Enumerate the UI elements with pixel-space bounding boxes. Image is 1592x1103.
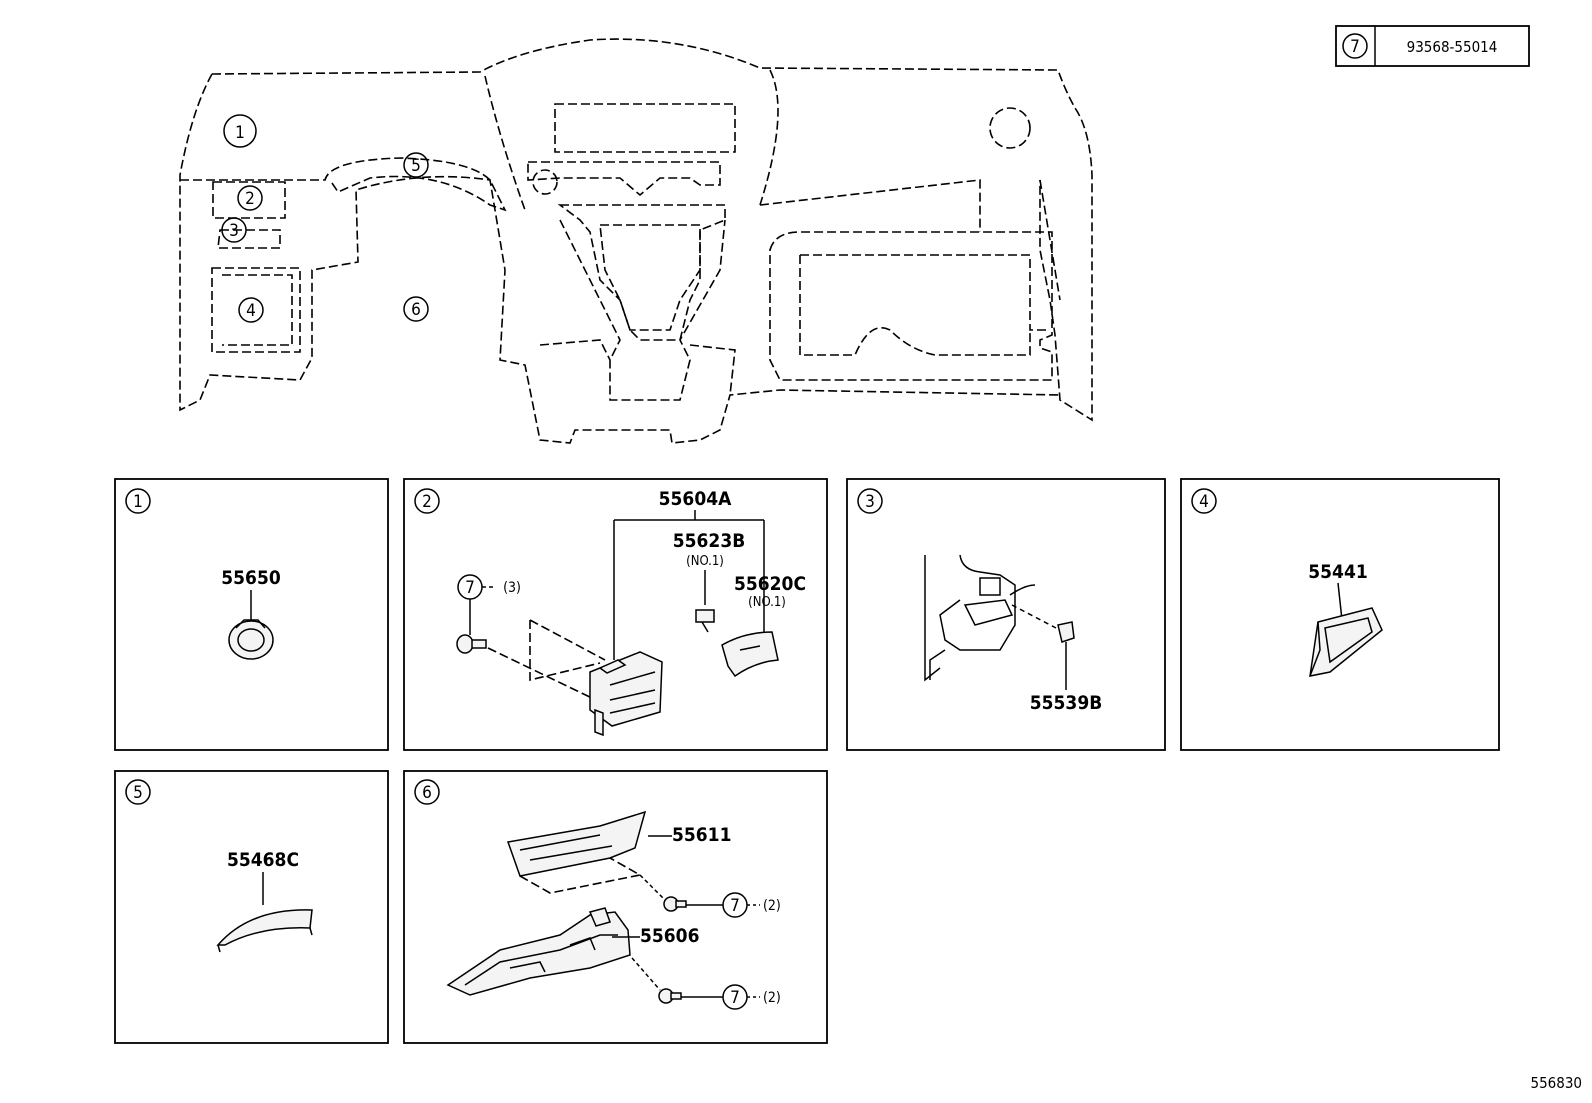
overview-marker-2: 2 bbox=[237, 185, 263, 211]
panel-1: 1 55650 bbox=[114, 478, 389, 751]
part-55620C-label: 55620C bbox=[734, 573, 806, 595]
part-55539B-label: 55539B bbox=[1030, 692, 1103, 714]
fastener-qty: (3) bbox=[503, 580, 521, 596]
svg-text:4: 4 bbox=[246, 301, 256, 321]
part-55623B-note: (NO.1) bbox=[686, 554, 724, 569]
part-55611-drawing bbox=[506, 810, 647, 894]
panel-6: 6 55611 7 (2) 55606 bbox=[403, 770, 828, 1044]
part-55468C-label: 55468C bbox=[227, 849, 299, 871]
legend-circle-icon bbox=[1342, 33, 1368, 59]
svg-text:7: 7 bbox=[730, 988, 740, 1008]
panel-3-context-drawing bbox=[924, 554, 1036, 682]
lower-screw-drawing bbox=[658, 988, 682, 1004]
part-55441-label: 55441 bbox=[1308, 561, 1367, 583]
diagram-number: 556830 bbox=[1530, 1074, 1582, 1092]
part-55604A-label: 55604A bbox=[659, 488, 732, 510]
panel-5-label: 5 bbox=[133, 783, 143, 803]
panel-3-label: 3 bbox=[865, 492, 875, 512]
part-55611-label: 55611 bbox=[672, 824, 731, 846]
part-55604A-drawing bbox=[589, 651, 663, 737]
part-55468C-drawing bbox=[216, 909, 313, 953]
overview-marker-3: 3 bbox=[221, 217, 247, 243]
overview-marker-1: 1 bbox=[223, 114, 257, 148]
svg-text:2: 2 bbox=[245, 189, 255, 209]
part-55539B-drawing bbox=[1057, 621, 1075, 643]
upper-screw-drawing bbox=[663, 896, 687, 912]
part-55650-drawing bbox=[228, 619, 274, 660]
part-55620C-drawing bbox=[721, 631, 779, 678]
panel-4-label: 4 bbox=[1199, 492, 1209, 512]
panel-1-label: 1 bbox=[133, 492, 143, 512]
part-55620C-note: (NO.1) bbox=[748, 595, 786, 610]
svg-text:7: 7 bbox=[730, 896, 740, 916]
fastener-qty: (2) bbox=[763, 990, 781, 1006]
svg-text:7: 7 bbox=[465, 578, 475, 598]
panel-5: 5 55468C bbox=[114, 770, 389, 1044]
panel-3: 3 55539B bbox=[846, 478, 1166, 751]
legend-box: 7 93568-55014 bbox=[1335, 25, 1530, 67]
svg-text:5: 5 bbox=[411, 156, 421, 176]
screw-drawing bbox=[456, 634, 487, 654]
panel-4: 4 55441 bbox=[1180, 478, 1500, 751]
legend-circle-label: 7 bbox=[1350, 37, 1360, 57]
panel-6-label: 6 bbox=[422, 783, 432, 803]
overview-marker-4: 4 bbox=[238, 297, 264, 323]
panel-2: 2 55604A 55623B (NO.1) 55620C (NO.1) 7 (… bbox=[403, 478, 828, 751]
svg-text:3: 3 bbox=[229, 221, 239, 241]
overview-marker-6: 6 bbox=[403, 296, 429, 322]
svg-text:1: 1 bbox=[235, 123, 245, 143]
overview-marker-5: 5 bbox=[403, 152, 429, 178]
part-55606-drawing bbox=[446, 907, 631, 996]
svg-text:6: 6 bbox=[411, 300, 421, 320]
part-55441-drawing bbox=[1309, 607, 1383, 677]
panel-2-label: 2 bbox=[422, 492, 432, 512]
part-55650-label: 55650 bbox=[221, 567, 281, 589]
part-55606-label: 55606 bbox=[640, 925, 699, 947]
fastener-qty: (2) bbox=[763, 898, 781, 914]
legend-part-number: 93568-55014 bbox=[1407, 38, 1498, 56]
part-55623B-label: 55623B bbox=[673, 530, 746, 552]
part-55623B-drawing bbox=[695, 609, 715, 633]
dashboard-overview: 1 2 3 4 5 6 bbox=[179, 38, 1093, 444]
